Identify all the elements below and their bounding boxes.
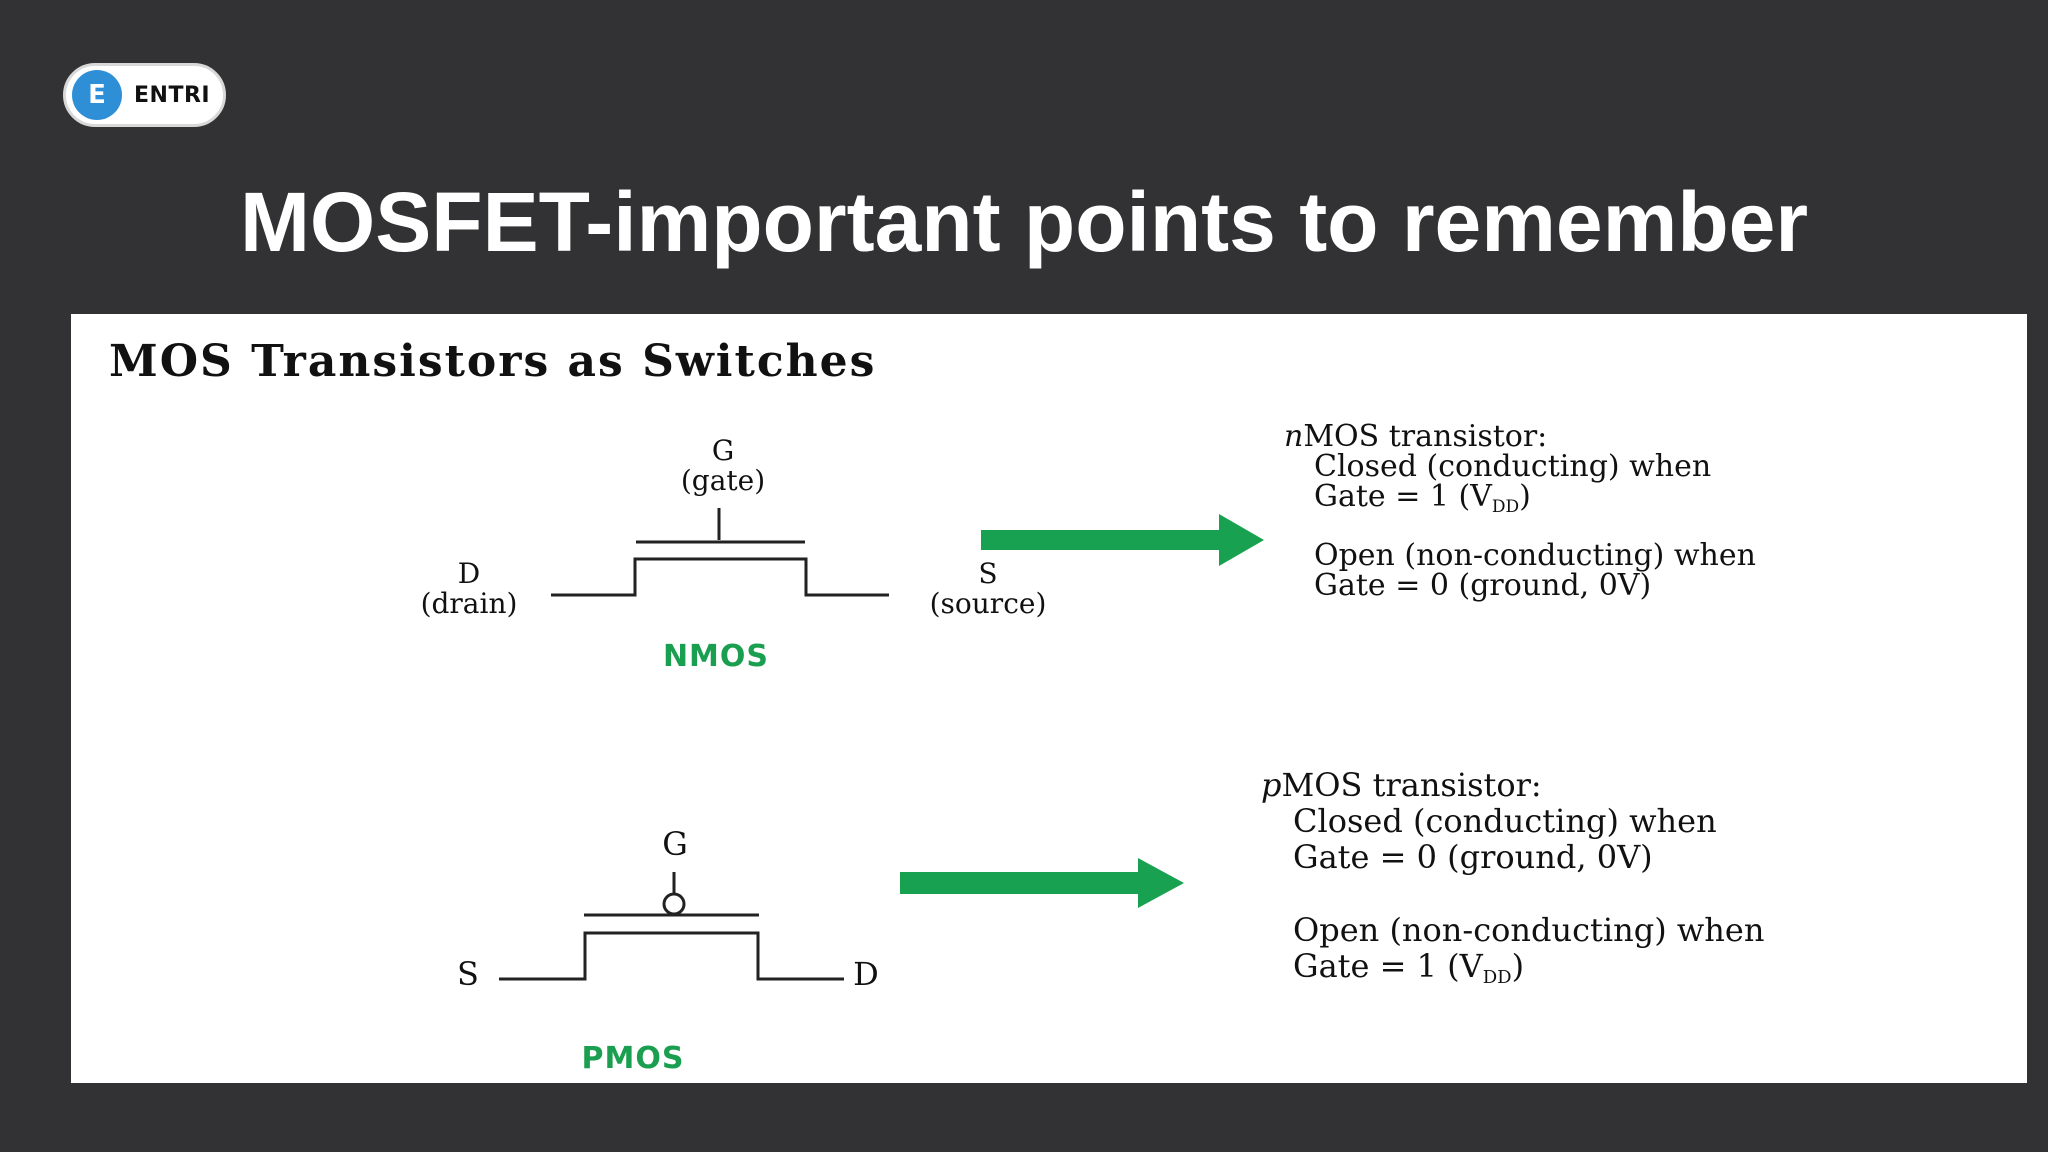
nmos-open-line: Open (non-conducting) when xyxy=(1314,538,1756,573)
pmos-open-line: Open (non-conducting) when xyxy=(1293,911,1764,949)
nmos-caption: NMOS xyxy=(663,639,769,674)
pmos-caption: PMOS xyxy=(582,1041,685,1076)
nmos-arrow xyxy=(981,514,1264,566)
nmos-drain-desc: (drain) xyxy=(421,587,518,620)
pmos-drain-letter: D xyxy=(853,955,879,993)
nmos-closed-cond: Gate = 1 (VDD) xyxy=(1314,479,1531,517)
pmos-gate-bubble xyxy=(662,892,686,916)
pmos-open-cond: Gate = 1 (VDD) xyxy=(1293,947,1524,988)
pmos-gate-letter: G xyxy=(662,825,688,863)
pmos-closed-line: Closed (conducting) when xyxy=(1293,802,1717,840)
nmos-source-desc: (source) xyxy=(930,587,1047,620)
nmos-title: nMOS transistor: xyxy=(1284,419,1547,454)
pmos-channel xyxy=(499,931,844,981)
nmos-gate-letter: G xyxy=(712,434,734,467)
nmos-source-letter: S xyxy=(978,557,997,590)
nmos-drain-letter: D xyxy=(458,557,480,590)
nmos-closed-line: Closed (conducting) when xyxy=(1314,449,1711,484)
pmos-symbol xyxy=(499,872,844,981)
diagram-heading: MOS Transistors as Switches xyxy=(109,336,876,387)
entri-logo-text: ENTRI xyxy=(134,82,211,108)
diagram-panel: MOS Transistors as Switches G (gate) D (… xyxy=(71,314,2027,1083)
nmos-symbol xyxy=(551,508,889,597)
pmos-title: pMOS transistor: xyxy=(1261,766,1542,804)
pmos-closed-cond: Gate = 0 (ground, 0V) xyxy=(1293,838,1653,876)
nmos-channel xyxy=(551,557,889,597)
nmos-gate-desc: (gate) xyxy=(681,464,765,497)
slide-title: MOSFET-important points to remember xyxy=(239,175,1809,269)
pmos-arrow xyxy=(900,858,1184,908)
entri-logo-mark: E xyxy=(72,70,122,120)
mos-switch-diagram: MOS Transistors as Switches G (gate) D (… xyxy=(109,336,1764,1076)
nmos-open-cond: Gate = 0 (ground, 0V) xyxy=(1314,568,1651,603)
entri-logo: E ENTRI xyxy=(63,63,226,127)
pmos-source-letter: S xyxy=(457,955,479,993)
